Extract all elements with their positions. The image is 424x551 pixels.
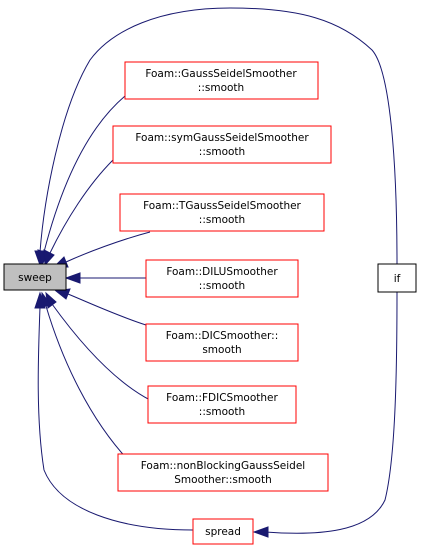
node-tgauss-seidel-smoother-line1: Foam::TGaussSeidelSmoother [143,200,301,212]
node-non-blocking-gauss-seidel-smoother-line1: Foam::nonBlockingGaussSeidel [141,460,305,472]
node-gauss-seidel-smoother-line2: ::smooth [198,82,244,94]
node-spread-label: spread [205,526,241,538]
node-dic-smoother[interactable]: Foam::DICSmoother:: smooth [145,323,299,362]
edge-gauss-to-sweep [43,95,126,253]
edge-tgauss-to-sweep [65,231,151,263]
node-if[interactable]: if [377,263,417,293]
node-if-label: if [394,273,401,285]
edge-spread-to-sweep [37,306,194,531]
node-fdic-smoother[interactable]: Foam::FDICSmoother ::smooth [147,385,297,424]
arrowhead-symgauss-sweep [43,249,55,267]
edge-symgauss-to-sweep [49,159,114,254]
node-fdic-smoother-line1: Foam::FDICSmoother [166,392,278,404]
node-dic-smoother-line1: Foam::DICSmoother:: [166,330,279,342]
node-sym-gauss-seidel-smoother[interactable]: Foam::symGaussSeidelSmoother ::smooth [112,125,332,164]
node-dilu-smoother-line2: ::smooth [199,280,245,292]
node-sym-gauss-seidel-smoother-line1: Foam::symGaussSeidelSmoother [135,132,309,144]
node-tgauss-seidel-smoother[interactable]: Foam::TGaussSeidelSmoother ::smooth [119,193,325,232]
edge-if-to-spread [264,291,398,534]
node-sweep[interactable]: sweep [3,263,67,291]
node-dilu-smoother[interactable]: Foam::DILUSmoother ::smooth [145,259,299,298]
node-dilu-smoother-line1: Foam::DILUSmoother [166,266,278,278]
arrowhead-spread-sweep [34,291,46,309]
node-dic-smoother-line2: smooth [202,344,241,356]
edge-if-to-sweep [39,7,398,265]
node-sweep-label: sweep [18,272,52,284]
edge-dic-to-sweep [67,293,147,326]
node-gauss-seidel-smoother-line1: Foam::GaussSeidelSmoother [145,68,297,80]
node-non-blocking-gauss-seidel-smoother[interactable]: Foam::nonBlockingGaussSeidel Smoother::s… [117,453,329,492]
node-fdic-smoother-line2: ::smooth [199,406,245,418]
node-gauss-seidel-smoother[interactable]: Foam::GaussSeidelSmoother ::smooth [124,61,319,100]
arrowhead-if-spread [252,526,269,538]
node-non-blocking-gauss-seidel-smoother-line2: Smoother::smooth [174,474,272,486]
arrowhead-dilu-sweep [64,272,81,284]
edge-fdic-to-sweep [51,303,151,401]
node-spread[interactable]: spread [192,518,254,545]
node-sym-gauss-seidel-smoother-line2: ::smooth [199,146,245,158]
node-tgauss-seidel-smoother-line2: ::smooth [199,214,245,226]
edge-nonblocking-to-sweep [45,305,131,463]
